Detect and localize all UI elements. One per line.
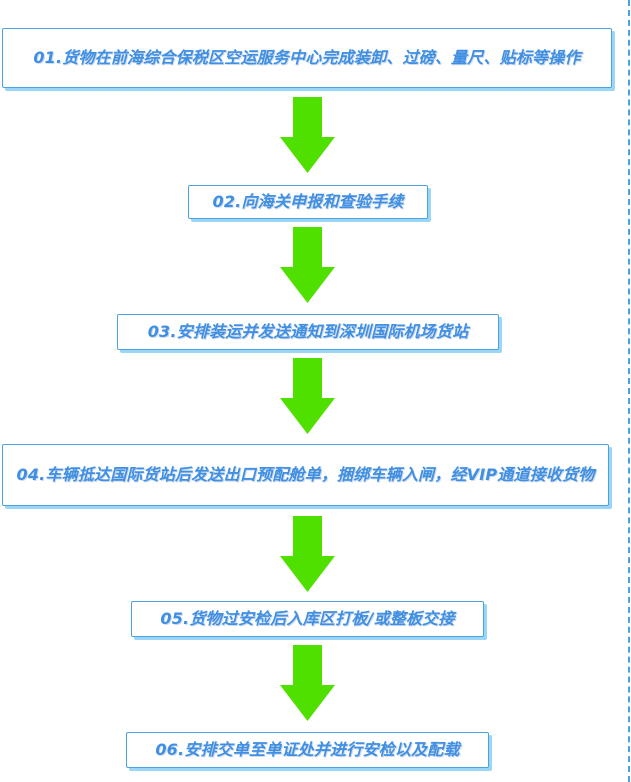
step-label-1: 01.货物在前海综合保税区空运服务中心完成装卸、过磅、量尺、贴标等操作: [33, 48, 581, 67]
dashed-divider: [628, 0, 630, 782]
arrow-down-icon: [279, 97, 336, 173]
step-box-4: 04.车辆抵达国际货站后发送出口预配舱单，捆绑车辆入闸，经VIP通道接收货物: [2, 444, 609, 506]
step-box-6: 06.安排交单至单证处并进行安检以及配载: [126, 732, 489, 768]
step-label-5: 05.货物过安检后入库区打板/或整板交接: [160, 609, 455, 628]
step-box-3: 03.安排装运并发送通知到深圳国际机场货站: [117, 314, 499, 350]
arrow-down-icon: [279, 358, 336, 434]
step-label-6: 06.安排交单至单证处并进行安检以及配载: [155, 740, 460, 759]
step-box-1: 01.货物在前海综合保税区空运服务中心完成装卸、过磅、量尺、贴标等操作: [2, 28, 612, 88]
arrow-down-icon: [279, 645, 336, 721]
step-label-2: 02.向海关申报和查验手续: [212, 192, 404, 211]
arrow-down-icon: [279, 227, 336, 303]
step-label-4: 04.车辆抵达国际货站后发送出口预配舱单，捆绑车辆入闸，经VIP通道接收货物: [16, 465, 595, 484]
step-box-2: 02.向海关申报和查验手续: [188, 185, 428, 219]
arrow-down-icon: [279, 516, 336, 592]
step-box-5: 05.货物过安检后入库区打板/或整板交接: [131, 601, 484, 637]
step-label-3: 03.安排装运并发送通知到深圳国际机场货站: [147, 322, 469, 341]
